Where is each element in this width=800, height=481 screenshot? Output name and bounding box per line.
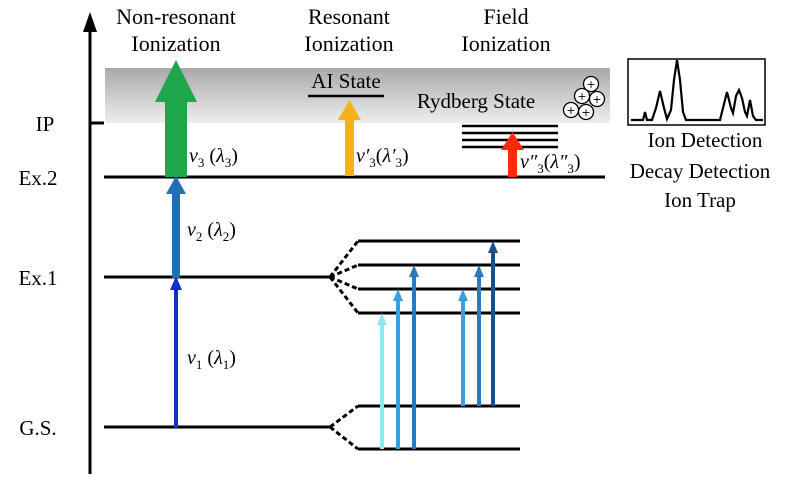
ion-plus-5: +: [581, 106, 590, 119]
v3-prime-yellow-arrow: [338, 100, 361, 176]
ex2-level-label: Ex.2: [18, 166, 57, 190]
non-resonant-title-line2: Ionization: [131, 31, 220, 56]
ion-plus-4: +: [566, 104, 575, 117]
hyperfine-excitation-arrows: [377, 241, 498, 449]
gs-splitting: [329, 404, 520, 451]
field-title-line1: Field: [483, 4, 528, 29]
field-title-line2: Ionization: [461, 31, 550, 56]
spectrum-inset: [627, 58, 766, 126]
ground-state-label: G.S.: [19, 416, 56, 440]
spectrum-frame: [627, 58, 766, 126]
spectrum-trace: [631, 59, 763, 123]
ion-plus-1: +: [586, 78, 595, 91]
ion-cluster: + + + + +: [562, 75, 606, 121]
v3-prime-label: v′3(λ′3): [356, 145, 409, 170]
ex1-level-label: Ex.1: [18, 266, 57, 290]
v2-arrow: [166, 176, 186, 278]
v3-double-prime-red-arrow: [501, 132, 524, 177]
energy-axis: [83, 12, 104, 474]
v3-green-arrow: [155, 60, 197, 177]
v1-label: v1 (λ1): [187, 347, 236, 372]
non-resonant-title-line1: Non-resonant: [116, 4, 236, 29]
rydberg-state-label: Rydberg State: [417, 89, 535, 113]
resonant-title-line2: Ionization: [304, 31, 393, 56]
ion-detection-label: Ion Detection: [648, 128, 763, 152]
v3-double-prime-label: v″3(λ″3): [520, 151, 581, 176]
ion-plus-2: +: [577, 90, 586, 103]
resonant-title-line1: Resonant: [308, 4, 390, 29]
ai-state-label: AI State: [311, 69, 380, 93]
decay-detection-label: Decay Detection: [630, 159, 771, 183]
ip-level-label: IP: [36, 112, 55, 136]
v2-label: v2 (λ2): [187, 219, 236, 244]
ion-plus-3: +: [592, 93, 601, 106]
ion-trap-label: Ion Trap: [664, 188, 736, 212]
v1-arrow: [170, 276, 182, 428]
v3-label: v3 (λ3): [189, 145, 238, 170]
